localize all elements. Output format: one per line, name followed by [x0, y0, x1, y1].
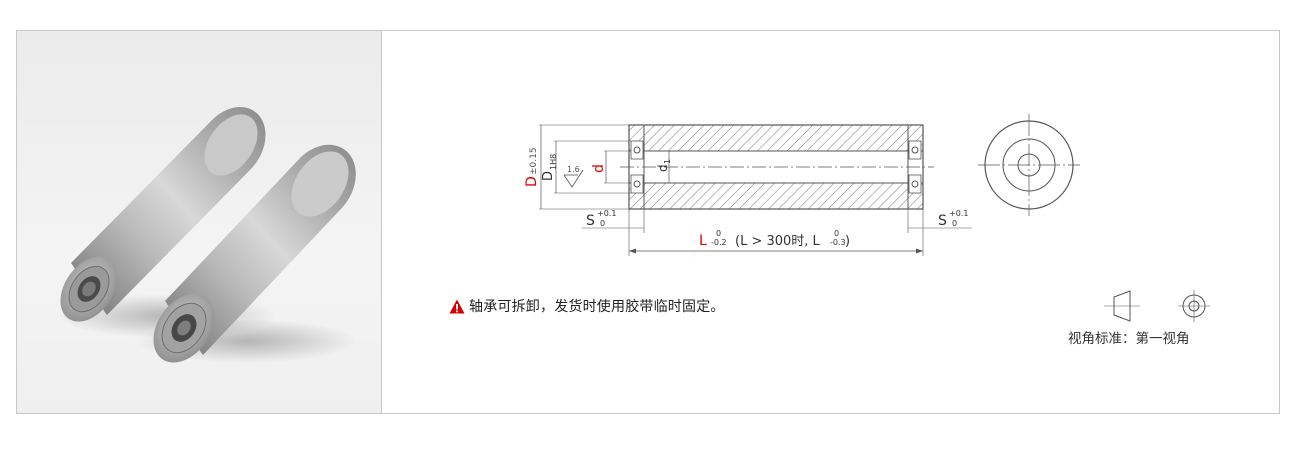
dim-d1-label: d — [656, 164, 670, 172]
warning-triangle-icon — [449, 299, 465, 313]
product-frame: D ±0.15 D 1H8 1.6 d d 1 S +0.1 — [16, 30, 1280, 414]
dim-D1-label: D — [541, 171, 556, 181]
dimension-S-left — [582, 209, 645, 256]
product-photo-panel — [17, 31, 382, 413]
warning-note: 轴承可拆卸，发货时使用胶带临时固定。 — [449, 296, 725, 316]
dim-d-label: d — [591, 164, 607, 173]
dim-L-lower: -0.2 — [711, 238, 727, 247]
section-view — [620, 124, 934, 210]
technical-drawing: D ±0.15 D 1H8 1.6 d d 1 S +0.1 — [524, 114, 1210, 322]
dim-S-left-label: S — [586, 213, 595, 229]
surface-roughness-icon — [563, 169, 584, 188]
warning-text: 轴承可拆卸，发货时使用胶带临时固定。 — [469, 299, 725, 315]
dim-d1-subscript: 1 — [663, 159, 672, 164]
roller-back — [60, 107, 266, 322]
dimension-left — [539, 124, 670, 210]
dim-L-label: L — [699, 233, 707, 249]
dim-L-note-close: ) — [845, 234, 850, 249]
dim-L-note-upper: 0 — [834, 229, 839, 238]
technical-drawing-panel: D ±0.15 D 1H8 1.6 d d 1 S +0.1 — [382, 31, 1279, 413]
dim-S-right-label: S — [938, 213, 947, 229]
first-angle-projection-icon — [1104, 290, 1210, 322]
product-photo — [57, 107, 357, 363]
projection-standard-label: 视角标准：第一视角 — [1068, 331, 1190, 347]
roughness-value: 1.6 — [567, 165, 580, 174]
dim-D1-subscript: 1H8 — [549, 154, 558, 170]
dim-S-left-upper: +0.1 — [597, 209, 616, 218]
dim-D-label: D — [524, 176, 540, 187]
dim-L-note: (L > 300时, L — [735, 234, 821, 249]
end-view — [978, 114, 1080, 216]
dimension-S-right — [907, 209, 972, 256]
dim-S-left-lower: 0 — [600, 219, 605, 228]
roller-front — [153, 144, 356, 363]
dim-S-right-lower: 0 — [952, 219, 957, 228]
dim-D-tolerance: ±0.15 — [529, 147, 539, 175]
dimension-L — [629, 248, 923, 254]
dim-S-right-upper: +0.1 — [949, 209, 968, 218]
dim-L-upper: 0 — [716, 229, 721, 238]
dim-L-note-lower: -0.3 — [830, 238, 846, 247]
